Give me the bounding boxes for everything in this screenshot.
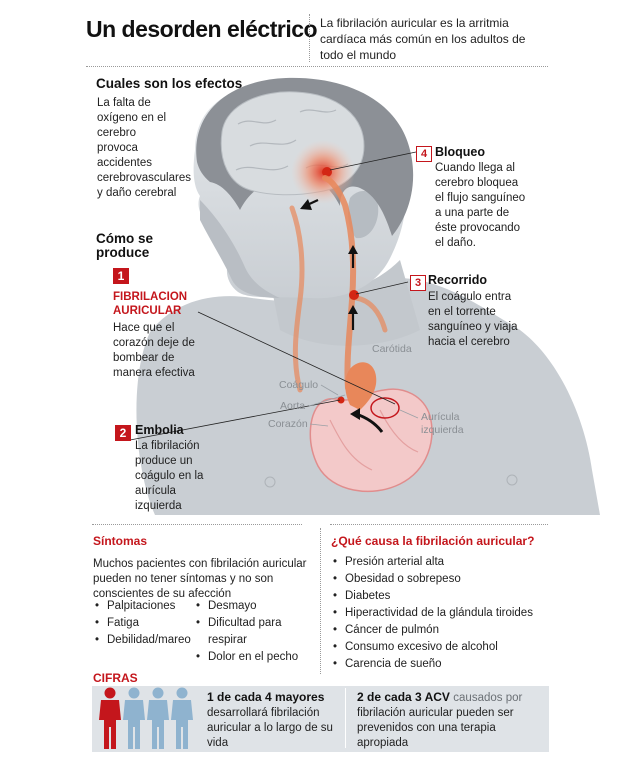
heart-label: Corazón — [268, 418, 308, 430]
page-title: Un desorden eléctrico — [86, 16, 318, 42]
stat-2-grey: causados por — [453, 692, 523, 704]
symptom-item: Palpitaciones — [95, 598, 195, 615]
how-heading: Cómo se produce — [96, 231, 154, 260]
symptoms-list-2: Desmayo Dificultad para respirar Dolor e… — [196, 598, 321, 666]
step-2-number: 2 — [115, 425, 131, 441]
heart-shape — [309, 388, 433, 493]
atrium-highlight — [370, 397, 400, 419]
causes-list: Presión arterial alta Obesidad o sobrepe… — [333, 554, 548, 673]
stat-2-text: fibrilación auricular pueden ser preveni… — [357, 707, 514, 749]
symptom-item: Dificultad para respirar — [196, 615, 321, 649]
stat-2: 2 de cada 3 ACV causados por fibrilación… — [357, 690, 537, 751]
symptom-item: Dolor en el pecho — [196, 649, 321, 666]
step-4-badge: 4 — [416, 144, 432, 162]
aorta-shape — [345, 362, 377, 410]
clot-neck — [349, 290, 359, 300]
causes-heading: ¿Qué causa la fibrilación auricular? — [331, 534, 535, 548]
cause-item: Hiperactividad de la glándula tiroides — [333, 605, 548, 622]
clot-heart — [337, 396, 345, 404]
step-2-text: La fibrilación produce un coágulo en la … — [135, 440, 204, 512]
step-1-text: Hace que el corazón deje de bombear de m… — [113, 322, 195, 379]
atrium-label: Aurícula izquierda — [421, 411, 464, 436]
symptoms-text: Muchos pacientes con fibrilación auricul… — [93, 558, 307, 600]
symptoms-rule — [92, 524, 302, 525]
people-icon — [99, 687, 193, 749]
step-3-title: Recorrido — [428, 273, 488, 287]
step-2-title: Embolia — [135, 423, 184, 437]
symptoms-list-1: Palpitaciones Fatiga Debilidad/mareo — [95, 598, 195, 649]
cause-item: Consumo excesivo de alcohol — [333, 639, 548, 656]
symptoms-heading: Síntomas — [93, 534, 148, 548]
header-divider — [309, 14, 310, 62]
step-2-badge: 2 — [115, 424, 131, 442]
effects-heading: Cuales son los efectos — [96, 76, 243, 91]
intro-text: La fibrilación auricular es la arritmia … — [320, 16, 526, 62]
step-4-text: Cuando llega al cerebro bloquea el flujo… — [435, 162, 526, 249]
step-4-number: 4 — [416, 146, 432, 162]
step-3-number: 3 — [410, 275, 426, 291]
stat-1-text: desarrollará fibrilación auricular a lo … — [207, 707, 333, 749]
cause-item: Diabetes — [333, 588, 548, 605]
aorta-label: Aorta — [280, 400, 306, 412]
cause-item: Obesidad o sobrepeso — [333, 571, 548, 588]
causes-rule — [330, 524, 548, 525]
stat-2-bold: 2 de cada 3 ACV — [357, 690, 450, 704]
effects-text: La falta de oxígeno en el cerebro provoc… — [97, 97, 191, 199]
header-rule — [86, 66, 548, 67]
step-3-badge: 3 — [410, 273, 426, 291]
symptom-item: Desmayo — [196, 598, 321, 615]
cause-item: Presión arterial alta — [333, 554, 548, 571]
cifras-heading: CIFRAS — [93, 671, 138, 685]
step-1-title: FIBRILACION AURICULAR — [113, 291, 188, 317]
ear-shape — [348, 191, 379, 239]
step-4-title: Bloqueo — [435, 145, 485, 159]
step-3-text: El coágulo entra en el torrente sanguíne… — [428, 291, 518, 348]
step-1-badge: 1 — [113, 267, 129, 285]
cifras-divider — [345, 688, 346, 748]
carotid-label: Carótida — [372, 343, 412, 355]
step-1-number: 1 — [113, 268, 129, 284]
symptom-item: Fatiga — [95, 615, 195, 632]
symptom-item: Debilidad/mareo — [95, 632, 195, 649]
cause-item: Carencia de sueño — [333, 656, 548, 673]
cause-item: Cáncer de pulmón — [333, 622, 548, 639]
face-shade — [200, 200, 280, 298]
stat-1: 1 de cada 4 mayores desarrollará fibrila… — [207, 690, 337, 751]
clot-label: Coágulo — [279, 379, 319, 391]
stat-1-bold: 1 de cada 4 mayores — [207, 690, 325, 704]
